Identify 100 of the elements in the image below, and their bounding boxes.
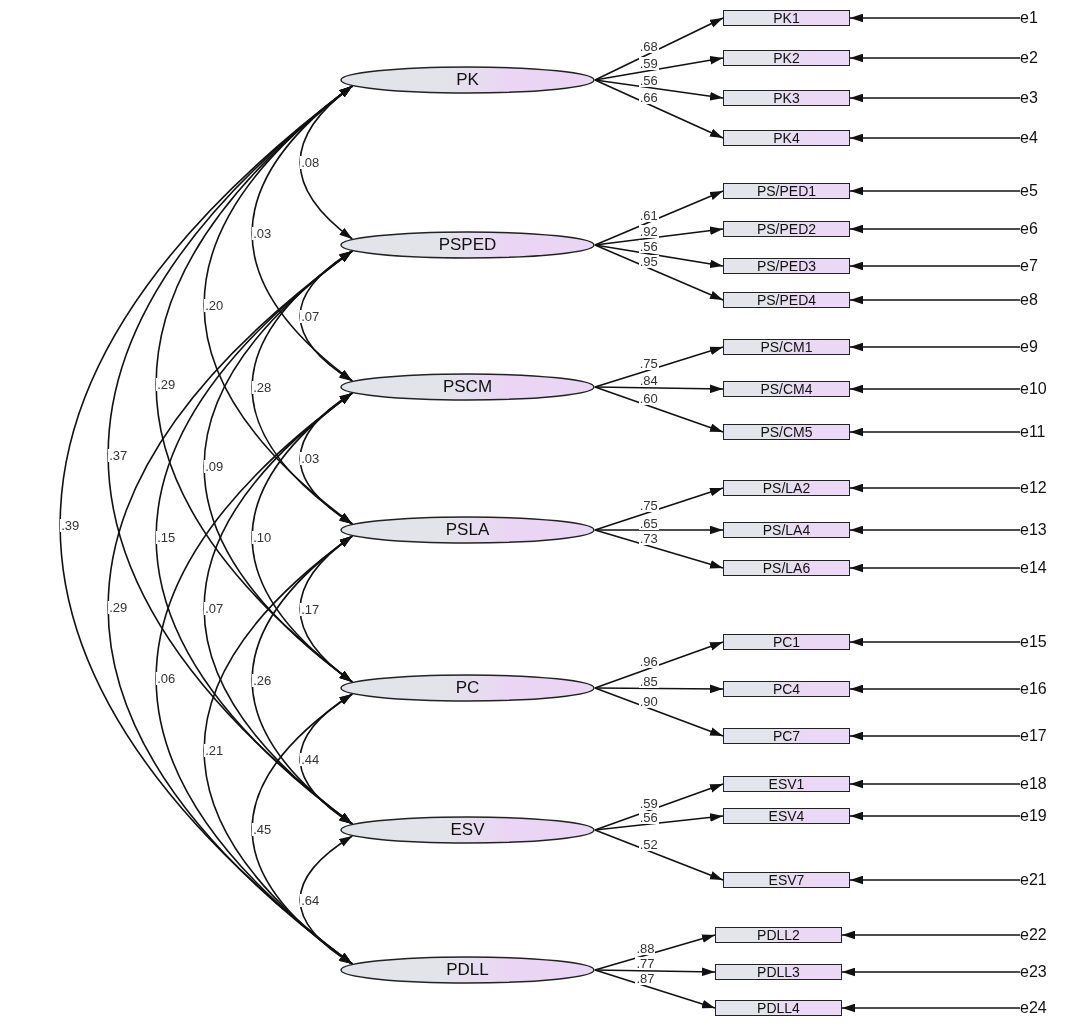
- edge-label: .29: [108, 601, 129, 614]
- observed-variable-box: PC4: [723, 681, 850, 697]
- error-term-label: e16: [1020, 679, 1064, 699]
- observed-variable-box: PDLL4: [715, 1000, 842, 1016]
- arrow: [849, 427, 1021, 437]
- arrow: [594, 346, 724, 388]
- covariance-arrow: [203, 535, 354, 965]
- edge-label: .96: [638, 655, 659, 669]
- error-term-label: e3: [1020, 88, 1064, 108]
- arrow: [594, 226, 724, 246]
- covariance-arrow: [299, 250, 354, 382]
- arrow: [849, 93, 1021, 103]
- error-term-label: e10: [1020, 379, 1064, 399]
- arrow: [594, 386, 724, 433]
- arrow: [849, 224, 1021, 234]
- latent-variable-ellipse: PSLA: [340, 516, 595, 544]
- edge-label: .95: [638, 254, 659, 268]
- latent-variable-ellipse: ESV: [340, 816, 595, 844]
- observed-variable-box: PS/PED2: [723, 221, 850, 237]
- edge-label: .56: [638, 810, 659, 824]
- error-term-label: e4: [1020, 128, 1064, 148]
- edge-label: .29: [156, 377, 177, 391]
- latent-variable-ellipse: PSCM: [340, 373, 595, 401]
- edge-label: .45: [252, 822, 273, 836]
- edge-label: .92: [638, 224, 659, 238]
- edge-label: .73: [638, 532, 659, 546]
- edge-label: .44: [300, 752, 321, 766]
- edge-label: .39: [60, 518, 81, 532]
- edge-label: .07: [300, 309, 321, 323]
- error-term-label: e15: [1020, 632, 1064, 652]
- latent-variable-ellipse: PSPED: [340, 231, 595, 259]
- observed-variable-box: PDLL3: [715, 964, 842, 980]
- observed-variable-box: PK1: [723, 10, 850, 26]
- error-term-label: e7: [1020, 256, 1064, 276]
- edge-label: .21: [204, 743, 225, 757]
- arrow: [849, 731, 1021, 741]
- arrow: [849, 186, 1021, 196]
- observed-variable-box: ESV7: [723, 872, 850, 888]
- arrow: [594, 829, 724, 881]
- error-term-label: e8: [1020, 290, 1064, 310]
- arrow: [849, 295, 1021, 305]
- observed-variable-box: PS/PED1: [723, 183, 850, 199]
- arrow: [849, 384, 1021, 394]
- error-term-label: e6: [1020, 219, 1064, 239]
- covariance-arrow: [299, 392, 354, 525]
- arrow: [594, 969, 716, 1009]
- error-term-label: e5: [1020, 181, 1064, 201]
- edge-label: .59: [638, 797, 659, 811]
- observed-variable-box: PS/PED3: [723, 258, 850, 274]
- arrow: [849, 133, 1021, 143]
- edge-label: .60: [638, 392, 659, 406]
- arrow: [594, 813, 724, 831]
- observed-variable-box: PS/CM1: [723, 339, 850, 355]
- edge-label: .85: [638, 674, 659, 688]
- observed-variable-box: PK4: [723, 130, 850, 146]
- arrow: [594, 55, 724, 81]
- observed-variable-box: PS/CM5: [723, 424, 850, 440]
- edge-label: .03: [252, 227, 273, 240]
- arrow: [841, 1003, 1021, 1013]
- error-term-label: e13: [1020, 520, 1064, 540]
- arrow: [849, 779, 1021, 789]
- latent-variable-ellipse: PDLL: [340, 956, 595, 984]
- edge-label: .59: [638, 57, 659, 71]
- observed-variable-box: PK2: [723, 50, 850, 66]
- edge-label: .26: [252, 673, 273, 687]
- error-term-label: e24: [1020, 998, 1064, 1018]
- edge-label: .75: [638, 356, 659, 370]
- arrow: [849, 261, 1021, 271]
- observed-variable-box: PC1: [723, 634, 850, 650]
- edge-label: .66: [638, 90, 659, 104]
- covariance-arrow: [299, 693, 354, 825]
- edge-label: .07: [204, 602, 225, 615]
- error-term-label: e17: [1020, 726, 1064, 746]
- edge-label: .90: [638, 694, 659, 708]
- observed-variable-box: PC7: [723, 728, 850, 744]
- edge-label: .75: [638, 498, 659, 512]
- arrow: [841, 930, 1021, 940]
- arrow: [594, 525, 724, 535]
- error-term-label: e23: [1020, 962, 1064, 982]
- observed-variable-box: PS/PED4: [723, 292, 850, 308]
- observed-variable-box: PK3: [723, 90, 850, 106]
- error-term-label: e14: [1020, 558, 1064, 578]
- arrow: [849, 342, 1021, 352]
- arrow: [594, 641, 724, 689]
- error-term-label: e9: [1020, 337, 1064, 357]
- observed-variable-box: ESV1: [723, 776, 850, 792]
- edge-label: .15: [156, 531, 177, 544]
- arrow: [594, 244, 724, 269]
- arrow: [594, 783, 724, 831]
- arrow: [594, 384, 724, 394]
- arrow: [849, 53, 1021, 63]
- arrow: [594, 684, 724, 694]
- error-term-label: e21: [1020, 870, 1064, 890]
- edge-label: .64: [300, 893, 321, 907]
- edge-label: .61: [638, 208, 659, 222]
- observed-variable-box: PS/LA2: [723, 480, 850, 496]
- edge-label: .17: [300, 602, 321, 616]
- arrow: [594, 687, 724, 737]
- edge-label: .65: [638, 516, 659, 530]
- arrow: [594, 17, 724, 81]
